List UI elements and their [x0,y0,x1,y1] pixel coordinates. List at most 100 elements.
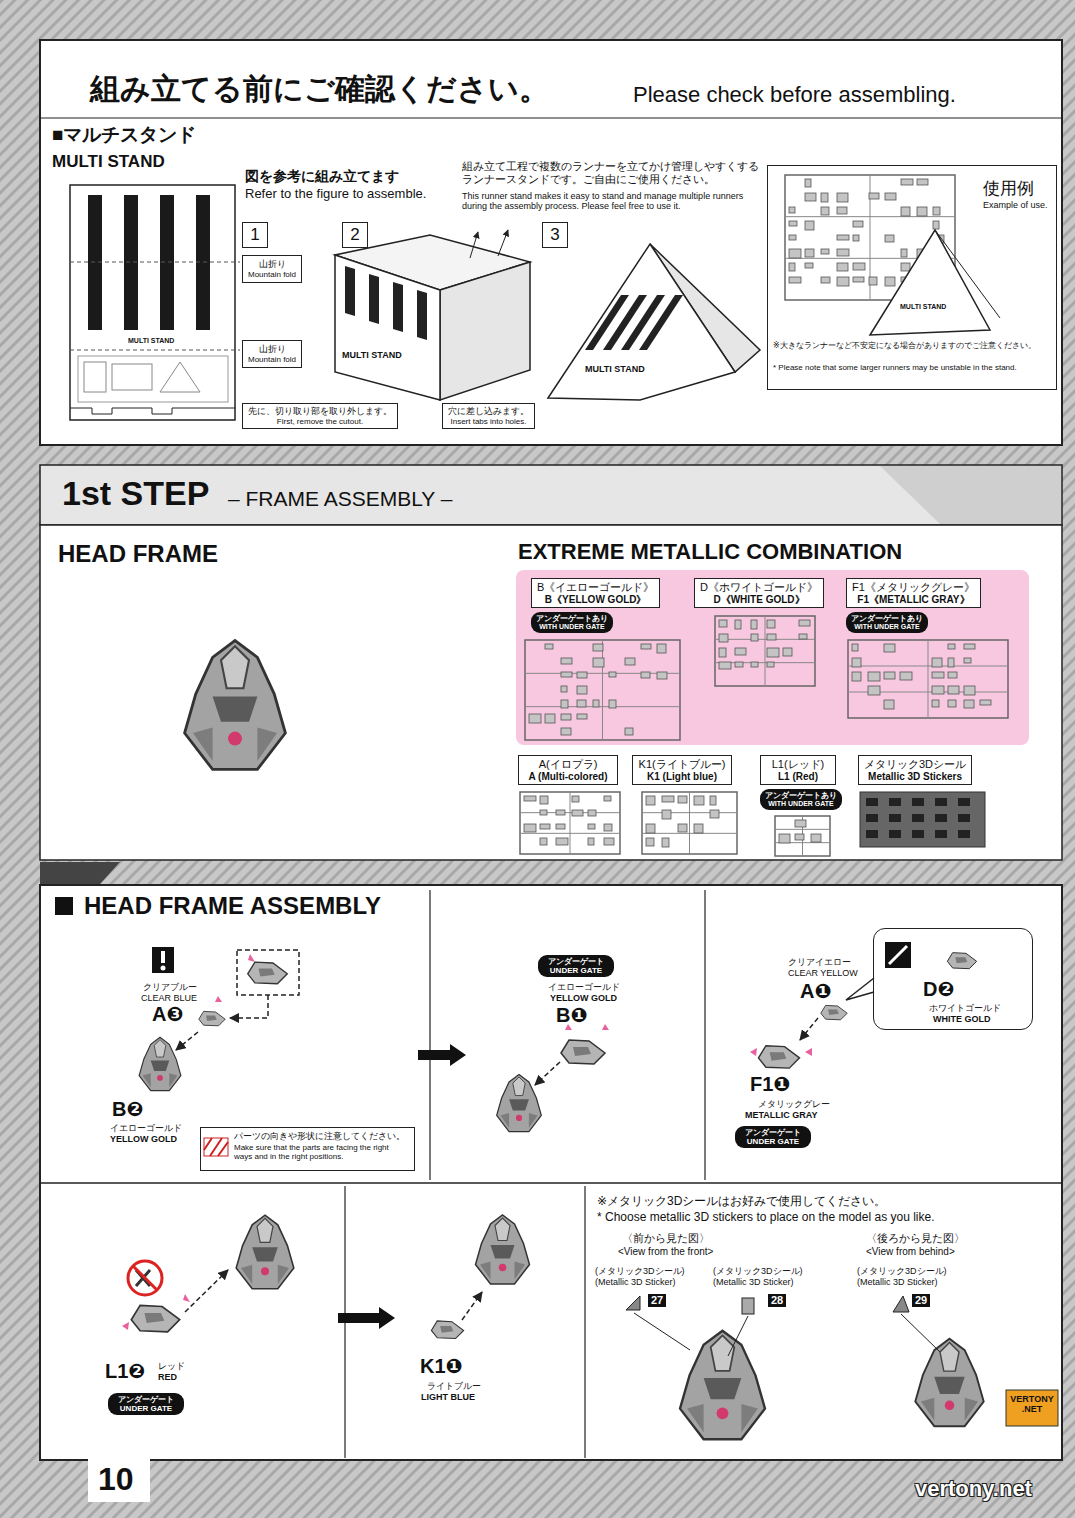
caution-text: パーツの向きや形状に注意してください。 [234,1131,405,1141]
instruction-note: Insert tabs into holes. [450,417,526,426]
sticker-sheet [860,792,985,847]
multi-stand-figure [335,230,760,400]
assembly-arrow [800,1018,818,1040]
example-panel: 使用例Example of use.※大きなランナーなど不安定になる場合がありま… [767,165,1057,390]
runner-part [932,686,944,694]
runner-part [789,207,795,213]
runner-part [948,644,955,649]
step-arrow [418,1044,466,1066]
page-frame [40,525,1062,860]
runner-part [917,207,927,216]
runner-part [799,634,807,639]
instruction-text: Refer to the figure to assemble. [245,187,426,202]
runner-part [657,644,666,653]
sticker-sheet [866,798,878,806]
runner-part [604,824,612,831]
runner-part [884,644,895,652]
multi-stand-sheet [70,262,240,263]
runner-part [719,648,726,657]
part-callout: LIGHT BLUE [421,1392,475,1402]
part-illustration [431,1321,463,1339]
runner-part [545,644,553,649]
runner-part [572,810,583,816]
sticker-sheet [866,830,878,838]
sticker-icon [742,1298,754,1314]
multi-stand-sheet [78,356,228,402]
multi-stand-sheet [112,364,152,390]
head-illustration [139,641,984,1440]
assembly-arrow [230,995,268,1018]
runner-part [852,644,858,651]
runner-part [767,648,779,657]
caution-icon [152,947,174,973]
part-callout: イエローゴールド [548,982,620,992]
prohibited-icon [128,1261,162,1295]
part-callout: METALLIC GRAY [745,1110,818,1120]
runner-part [837,193,848,202]
runner-part [561,686,567,692]
runner-name: D《WHITE GOLD》 [713,594,804,606]
runner-part [719,662,731,669]
runner-sprue [715,616,815,686]
badge-text: アンダーゲートあり [851,614,923,623]
part-marker [602,1024,609,1030]
step-panel: L1❷レッドREDアンダーゲートUNDER GATE [48,1190,338,1455]
runner-sprue [520,175,1008,856]
runner-part [789,277,801,283]
multi-stand-figure [393,282,403,332]
runner-label-box: D《ホワイトゴールド》D《WHITE GOLD》 [694,578,824,608]
sticker-sheet [912,814,924,822]
page-frame [40,1182,1062,1184]
badge-text: アンダーゲート [118,1395,174,1404]
part-marker [805,1048,812,1056]
fold-note-box: 山折りMountain fold [242,340,302,368]
sticker-note: ※メタリック3Dシールはお好みで使用してください。 [597,1195,886,1209]
runner-part [678,824,687,832]
badge-text: アンダーゲートあり [536,614,608,623]
stand-print: MULTI STAND [342,350,402,360]
runner-sprue [848,640,1008,718]
runner-part [577,714,587,719]
assembly-arrow [185,1270,228,1312]
runner-part [662,796,674,802]
runner-part [885,193,896,200]
runner-part [901,249,907,257]
runner-part [662,810,671,819]
runner-part [795,834,804,840]
step-arrow [338,1307,395,1329]
sticker-note: <View from behind> [866,1246,955,1258]
part-callout: B❶ [556,1004,587,1027]
example-text: Example of use. [983,200,1048,210]
runner-sprue [525,640,680,740]
section-heading: HEAD FRAME ASSEMBLY [84,892,381,920]
runner-part [593,658,604,667]
instruction-note: First, remove the cutout. [277,417,363,426]
runner-sprue [520,792,620,854]
step-panel: クリアブルーCLEAR BLUEA❸B❷イエローゴールドYELLOW GOLDパ… [48,930,418,1175]
step-number: 3 [550,225,559,245]
runner-part [901,263,910,271]
runner-part [964,686,975,695]
runner-part [799,620,810,626]
runner-part [837,235,849,240]
runner-part [948,686,959,694]
runner-part [545,714,555,723]
runner-part [556,810,565,815]
runner-part [719,634,728,642]
instruction-text: 図を参考に組み立てます [245,168,399,184]
badge-text: UNDER GATE [550,966,602,975]
caution-icon [161,951,165,963]
runner-part [609,700,616,708]
callout-bubble-shape [873,928,1033,1028]
assembly-arrow [237,950,299,995]
runner-part [625,658,635,665]
runner-part [821,207,829,215]
runner-part [811,834,821,842]
runner-name: L1(レッド) [772,758,825,771]
sticker-note: (メタリック3Dシール) [713,1266,803,1276]
prohibited-icon [133,1266,157,1290]
part-callout: YELLOW GOLD [550,993,617,1003]
step-panel: ※メタリック3Dシールはお好みで使用してください。* Choose metall… [590,1190,1058,1455]
runner-part [789,235,796,240]
